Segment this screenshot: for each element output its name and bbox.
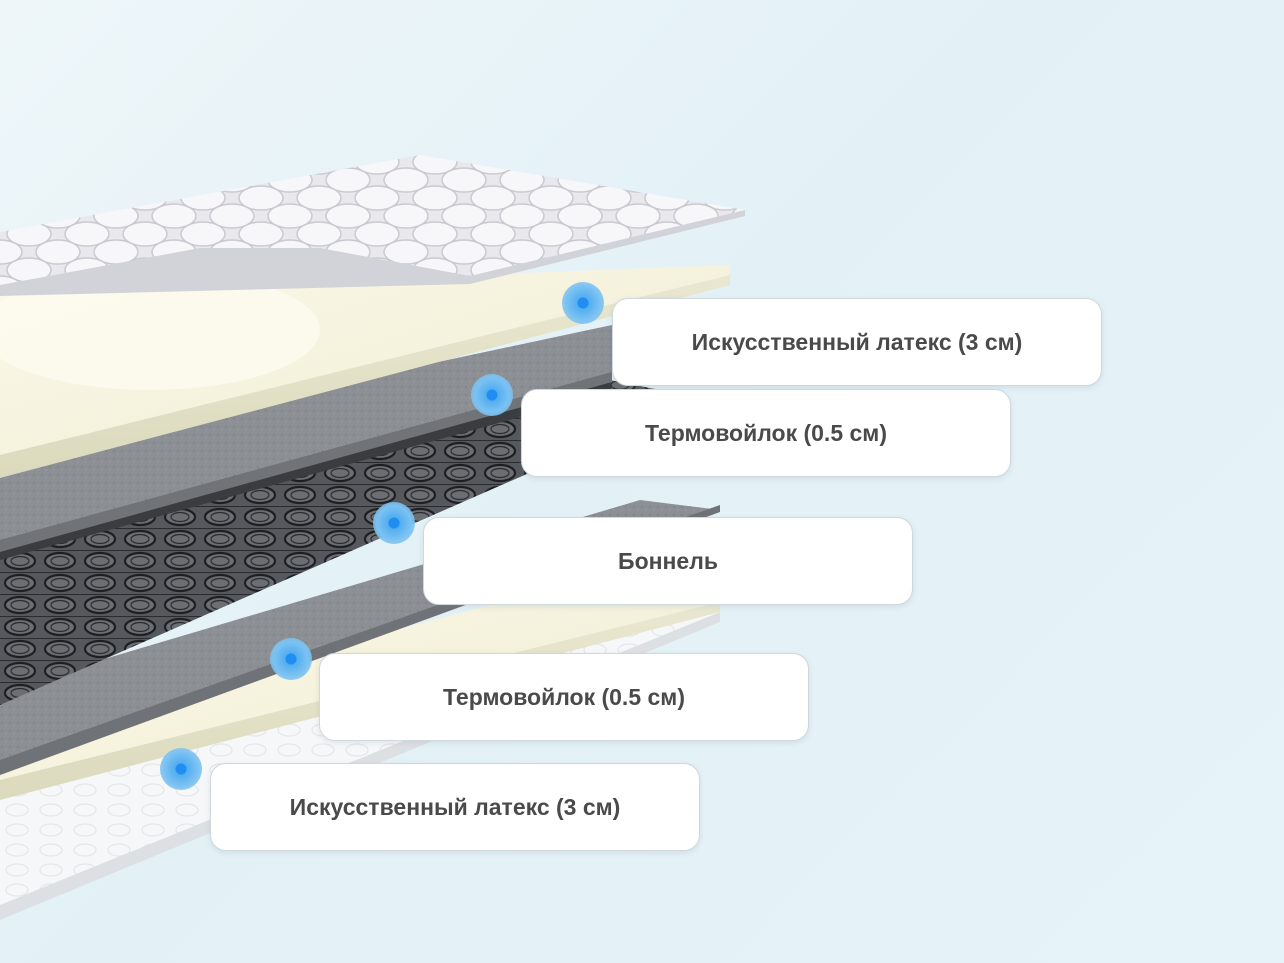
layer-marker-icon[interactable] [270, 638, 312, 680]
layer-marker-icon[interactable] [471, 374, 513, 416]
layer-callout-bonnel: Боннель [423, 517, 913, 605]
layer-label: Боннель [618, 547, 718, 574]
upper-felt-layer [0, 325, 612, 552]
layer-marker-icon[interactable] [562, 282, 604, 324]
layer-marker-icon[interactable] [373, 502, 415, 544]
layer-callout-felt-top: Термовойлок (0.5 см) [521, 389, 1011, 477]
layer-label: Искусственный латекс (3 см) [289, 793, 621, 820]
layer-label: Термовойлок (0.5 см) [443, 683, 685, 710]
layer-callout-latex-bottom: Искусственный латекс (3 см) [210, 763, 700, 851]
top-cover-layer [0, 155, 745, 296]
layer-label: Термовойлок (0.5 см) [645, 419, 887, 446]
layer-label: Искусственный латекс (3 см) [691, 328, 1023, 355]
layer-callout-latex-top: Искусственный латекс (3 см) [612, 298, 1102, 386]
layer-callout-felt-bottom: Термовойлок (0.5 см) [319, 653, 809, 741]
layer-marker-icon[interactable] [160, 748, 202, 790]
top-latex-layer [0, 250, 730, 478]
